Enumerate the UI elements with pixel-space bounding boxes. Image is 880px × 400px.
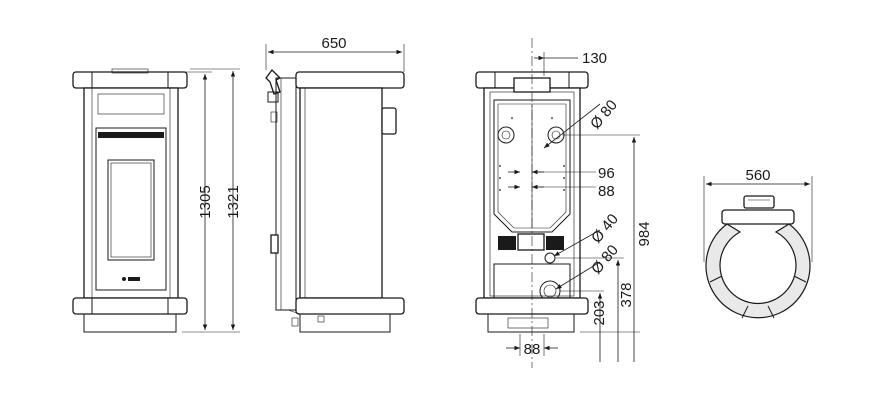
dim-label-560: 560 <box>745 167 770 184</box>
dim-label-130: 130 <box>582 50 607 67</box>
front-bottom-band <box>72 297 188 315</box>
back-upper-bay <box>493 99 571 233</box>
top-width-dimension: 560 <box>703 167 813 262</box>
front-top-crown <box>72 71 188 89</box>
side-flue-outlet <box>265 69 282 95</box>
front-height-dimensions: 1305 1321 <box>182 68 242 333</box>
dim-label-650: 650 <box>321 35 346 52</box>
top-flue-outlet <box>743 195 775 209</box>
front-body <box>83 87 179 299</box>
front-logo-dot <box>122 277 126 281</box>
side-bottom-band <box>295 297 405 315</box>
back-view <box>475 38 589 368</box>
dim-label-88: 88 <box>598 183 615 200</box>
dim-label-378: 378 <box>618 282 635 307</box>
side-rear-connector <box>270 234 279 254</box>
front-base <box>83 313 177 333</box>
front-top-panel <box>97 93 165 115</box>
top-body-ring <box>705 223 811 319</box>
back-mid-module <box>517 233 545 251</box>
front-logo <box>128 277 140 281</box>
back-right-grille <box>546 236 564 250</box>
dim-label-203: 203 <box>591 300 608 325</box>
front-top-vent <box>111 68 149 74</box>
top-rear-panel <box>721 209 795 225</box>
side-body <box>299 87 383 299</box>
back-inlet-40 <box>544 252 556 264</box>
front-view <box>72 68 188 333</box>
back-left-port <box>497 126 515 144</box>
dim-label-96: 96 <box>598 165 615 182</box>
back-base <box>487 313 575 333</box>
back-left-grille <box>498 236 516 250</box>
side-depth-dimension: 650 <box>265 35 405 72</box>
dim-label-flue-80: Ø 80 <box>587 97 621 133</box>
side-view <box>265 69 405 333</box>
side-base <box>299 313 391 333</box>
dim-label-inlet-80: Ø 80 <box>588 242 622 278</box>
side-rear-panel <box>275 77 297 311</box>
dim-leader-flue <box>543 103 601 149</box>
side-handle <box>381 107 397 135</box>
back-base-grille <box>507 317 549 329</box>
front-door <box>95 127 167 291</box>
front-door-top-bar <box>98 132 164 138</box>
side-top-band <box>295 71 405 89</box>
dim-label-1321: 1321 <box>225 185 242 218</box>
dim-label-bottom-88: 88 <box>524 341 541 358</box>
top-view <box>705 195 811 319</box>
dim-label-984: 984 <box>636 221 653 246</box>
dim-label-inlet-40: Ø 40 <box>588 211 622 247</box>
dim-label-1305: 1305 <box>197 185 214 218</box>
front-door-glass <box>107 159 155 261</box>
